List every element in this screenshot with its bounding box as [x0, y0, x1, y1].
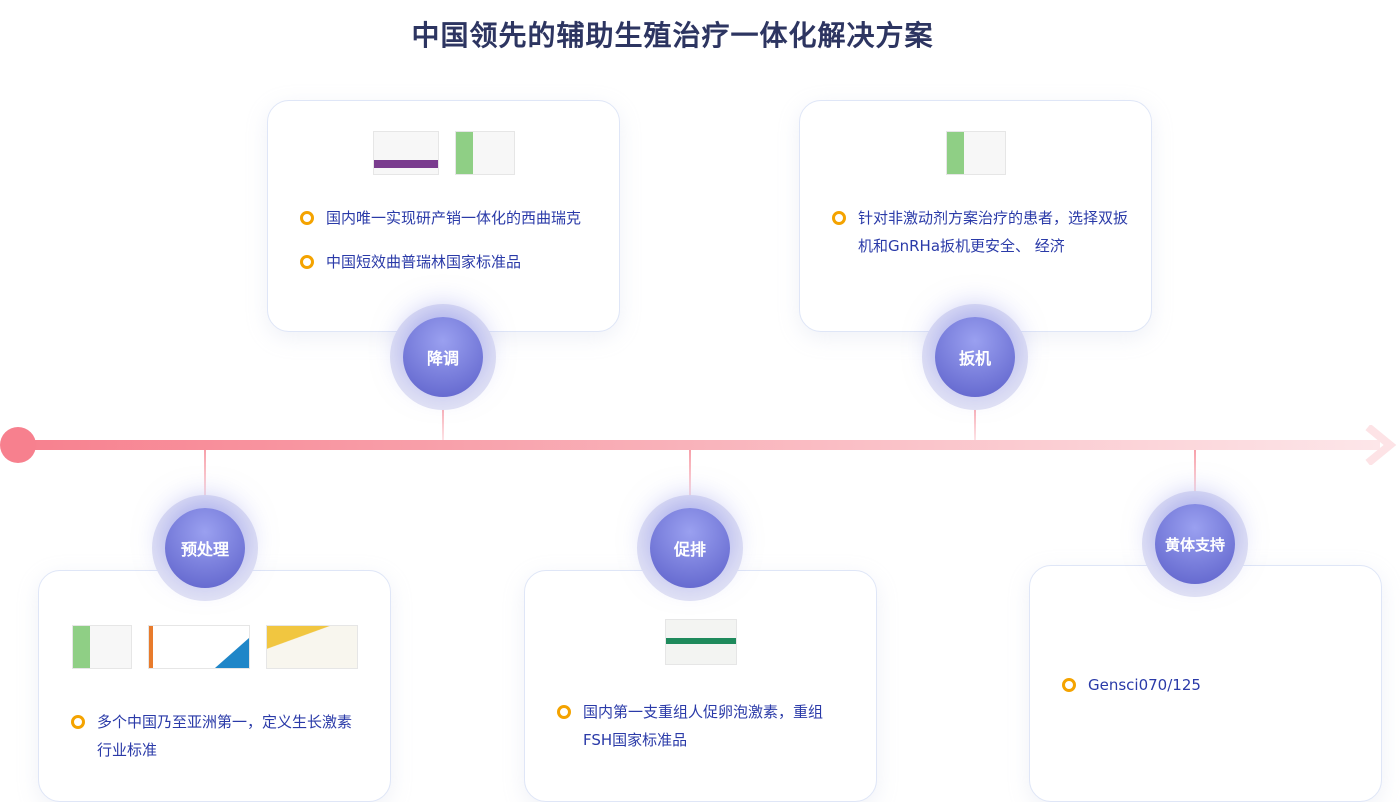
item-text: Gensci070/125 — [1088, 676, 1201, 694]
product-images — [800, 131, 1151, 175]
bullet-ring-icon — [557, 705, 571, 719]
stage-label: 黄体支持 — [1155, 504, 1235, 584]
list-item: 中国短效曲普瑞林国家标准品 — [300, 248, 599, 276]
timeline-line — [18, 440, 1380, 450]
product-images — [39, 625, 390, 669]
connector — [974, 400, 976, 440]
stage-label: 促排 — [650, 508, 730, 588]
connector — [1194, 450, 1196, 494]
timeline-start-dot — [0, 427, 36, 463]
item-text: 针对非激动剂方案治疗的患者，选择双扳机和GnRHa扳机更安全、 经济 — [858, 209, 1129, 255]
stage-node-downregulation[interactable]: 降调 — [390, 304, 496, 410]
bullet-ring-icon — [300, 255, 314, 269]
stage-label: 扳机 — [935, 317, 1015, 397]
stage-node-stimulation[interactable]: 促排 — [637, 495, 743, 601]
stage-node-pretreatment[interactable]: 预处理 — [152, 495, 258, 601]
product-image — [454, 131, 515, 175]
connector — [442, 400, 444, 440]
stage-label: 预处理 — [165, 508, 245, 588]
product-image — [945, 131, 1006, 175]
product-images — [525, 619, 876, 665]
stage-node-trigger[interactable]: 扳机 — [922, 304, 1028, 410]
bullet-ring-icon — [71, 715, 85, 729]
bullet-ring-icon — [1062, 678, 1076, 692]
stage-card-pretreatment: 多个中国乃至亚洲第一，定义生长激素行业标准 — [38, 570, 391, 802]
product-images — [268, 131, 619, 175]
list-item: 针对非激动剂方案治疗的患者，选择双扳机和GnRHa扳机更安全、 经济 — [832, 204, 1131, 260]
page-title: 中国领先的辅助生殖治疗一体化解决方案 — [411, 19, 934, 52]
stage-card-luteal-support: Gensci070/125 — [1029, 565, 1382, 802]
product-image — [71, 625, 132, 669]
list-item: 多个中国乃至亚洲第一，定义生长激素行业标准 — [71, 708, 362, 764]
stage-card-trigger: 针对非激动剂方案治疗的患者，选择双扳机和GnRHa扳机更安全、 经济 — [799, 100, 1152, 332]
product-image — [372, 131, 439, 175]
arrow-right-icon — [1365, 425, 1397, 465]
item-text: 中国短效曲普瑞林国家标准品 — [326, 253, 522, 271]
stage-label: 降调 — [403, 317, 483, 397]
product-image — [147, 625, 250, 669]
list-item: 国内唯一实现研产销一体化的西曲瑞克 — [300, 204, 599, 232]
list-item: Gensci070/125 — [1062, 671, 1361, 699]
item-text: 国内第一支重组人促卵泡激素，重组FSH国家标准品 — [583, 703, 824, 749]
list-item: 国内第一支重组人促卵泡激素，重组FSH国家标准品 — [557, 698, 848, 754]
product-image — [664, 619, 737, 665]
bullet-ring-icon — [300, 211, 314, 225]
connector — [689, 450, 691, 498]
stage-node-luteal-support[interactable]: 黄体支持 — [1142, 491, 1248, 597]
bullet-ring-icon — [832, 211, 846, 225]
stage-card-stimulation: 国内第一支重组人促卵泡激素，重组FSH国家标准品 — [524, 570, 877, 802]
connector — [204, 450, 206, 498]
item-text: 多个中国乃至亚洲第一，定义生长激素行业标准 — [97, 713, 353, 759]
product-image — [265, 625, 358, 669]
stage-card-downregulation: 国内唯一实现研产销一体化的西曲瑞克 中国短效曲普瑞林国家标准品 — [267, 100, 620, 332]
item-text: 国内唯一实现研产销一体化的西曲瑞克 — [326, 209, 582, 227]
